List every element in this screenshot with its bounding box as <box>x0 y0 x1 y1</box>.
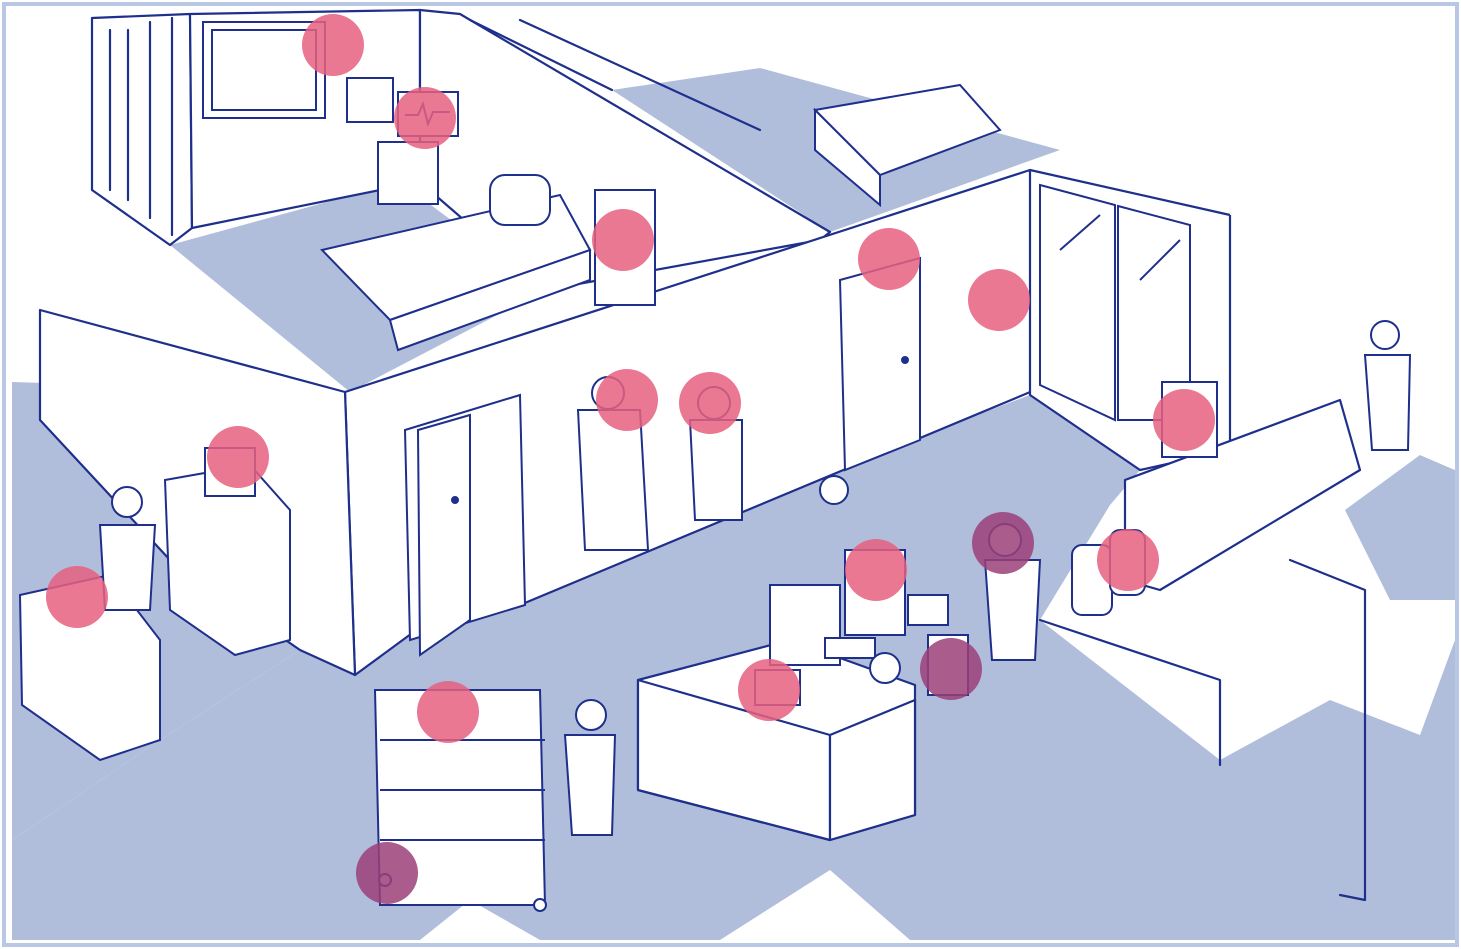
cabinet-icon[interactable] <box>920 638 982 700</box>
computer-screen-icon[interactable] <box>1153 389 1215 451</box>
medical-device-icon[interactable] <box>207 426 269 488</box>
doctor-icon[interactable] <box>596 369 658 431</box>
drawer-unit-icon[interactable] <box>592 209 654 271</box>
hotspot-layer <box>46 14 1215 904</box>
desk-phone-icon[interactable] <box>738 659 800 721</box>
meal-tray-icon[interactable] <box>417 681 479 743</box>
heart-monitor-icon[interactable] <box>394 87 456 149</box>
bin-icon[interactable] <box>1097 529 1159 591</box>
tv-icon[interactable] <box>302 14 364 76</box>
dispenser-icon[interactable] <box>968 269 1030 331</box>
vitals-monitor <box>346 77 394 123</box>
clipboard-icon[interactable] <box>845 539 907 601</box>
badge-reader-icon[interactable] <box>858 228 920 290</box>
phone-call-icon[interactable] <box>972 512 1034 574</box>
bedside-cart <box>377 141 439 205</box>
doors <box>403 183 1191 657</box>
nurse-icon[interactable] <box>679 372 741 434</box>
wheel-icon[interactable] <box>356 842 418 904</box>
instruments-icon[interactable] <box>46 566 108 628</box>
